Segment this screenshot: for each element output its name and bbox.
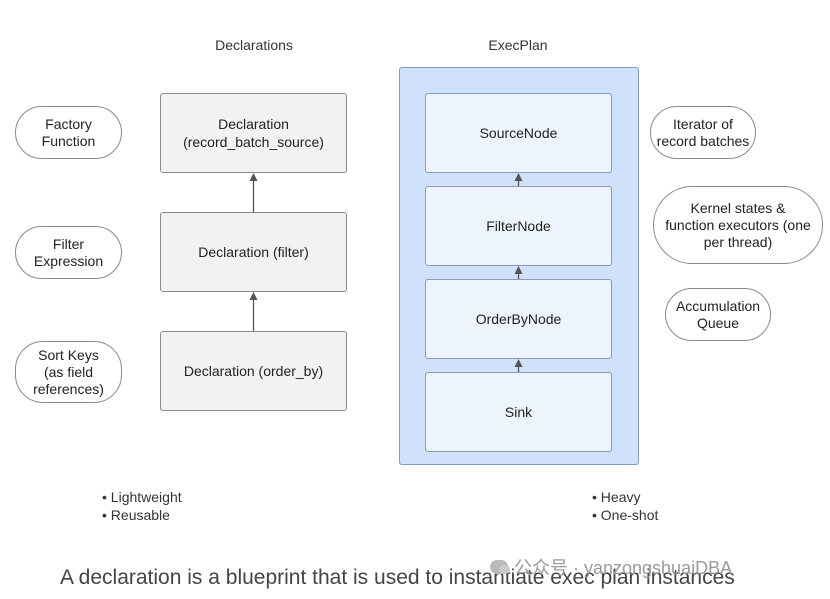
declarations-heading: Declarations — [215, 37, 293, 53]
arrowhead-icon — [514, 266, 523, 274]
filter-expression-label: Filter Expression — [15, 226, 122, 279]
bullet-one-shot: One-shot — [592, 506, 752, 524]
declaration-order-by: Declaration (order_by) — [160, 331, 347, 411]
wechat-icon — [490, 560, 510, 574]
arrowhead-icon — [249, 173, 258, 181]
bullet-lightweight: Lightweight — [102, 488, 262, 506]
arrowhead-icon — [249, 292, 258, 300]
sink-node: Sink — [425, 372, 612, 452]
execplan-properties-list: Heavy One-shot — [592, 488, 752, 524]
filter-node: FilterNode — [425, 186, 612, 266]
watermark-text: 公众号 · yanzongshuaiDBA — [514, 558, 733, 578]
execplan-heading: ExecPlan — [488, 37, 548, 53]
arrowhead-icon — [514, 173, 523, 181]
bullet-reusable: Reusable — [102, 506, 262, 524]
order-by-node: OrderByNode — [425, 279, 612, 359]
arrowhead-icon — [514, 359, 523, 367]
factory-function-label: Factory Function — [15, 106, 122, 159]
accumulation-queue-label: Accumulation Queue — [665, 288, 771, 341]
caption: A declaration is a blueprint that is use… — [60, 566, 735, 589]
kernel-states-label: Kernel states & function executors (one … — [653, 186, 823, 264]
declaration-properties-list: Lightweight Reusable — [102, 488, 262, 524]
bullet-heavy: Heavy — [592, 488, 752, 506]
iterator-of-record-batches-label: Iterator of record batches — [650, 106, 756, 159]
declaration-filter: Declaration (filter) — [160, 212, 347, 292]
source-node: SourceNode — [425, 93, 612, 173]
watermark: 公众号 · yanzongshuaiDBA — [490, 554, 732, 580]
declaration-record-batch-source: Declaration (record_batch_source) — [160, 93, 347, 173]
sort-keys-label: Sort Keys (as field references) — [15, 341, 122, 403]
